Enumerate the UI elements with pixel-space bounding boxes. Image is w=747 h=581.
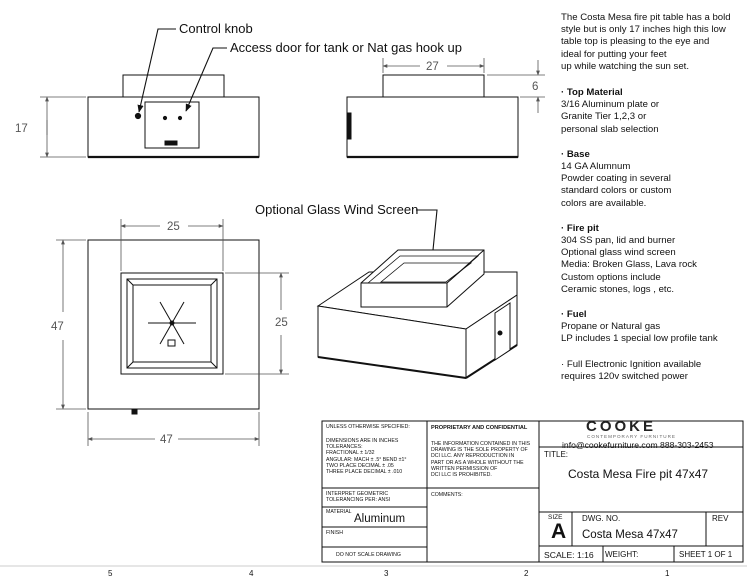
spec-line: 304 SS pan, lid and burner: [561, 235, 676, 247]
spec-line: requires 120v switched power: [561, 370, 688, 382]
spec-line: Optional glass wind screen: [561, 247, 676, 259]
screen-height-dimension: [487, 60, 545, 113]
side-wind-screen: [382, 74, 485, 98]
size-label: SIZE: [548, 514, 563, 521]
overall-width-value: 47: [160, 434, 173, 446]
drawing-number: Costa Mesa 47x47: [582, 529, 678, 541]
isometric-view: [316, 249, 518, 379]
spec-top-material: · Top Material 3/16 Aluminum plate or Gr…: [561, 87, 743, 136]
top-view: [87, 239, 260, 415]
brand-tagline: CONTEMPORARY FURNITURE: [587, 434, 676, 439]
inner-depth-value: 25: [275, 317, 288, 329]
pilot-box: [167, 339, 176, 347]
overall-width-dimension: [87, 412, 260, 446]
contact-info: info@cookefurniture.com 888-303-2453: [562, 440, 714, 450]
proprietary-text: THE INFORMATION CONTAINED IN THIS DRAWIN…: [431, 441, 531, 479]
unless-specified-label: UNLESS OTHERWISE SPECIFIED:: [326, 424, 410, 430]
iso-wind-screen: [360, 249, 485, 308]
sheet-label: SHEET 1 OF 1: [679, 550, 733, 559]
weight-label: WEIGHT:: [605, 550, 639, 559]
overall-depth-value: 47: [51, 321, 64, 333]
overall-depth-dimension: [56, 239, 86, 410]
spec-line: colors are available.: [561, 197, 647, 209]
door-latch: [162, 115, 168, 121]
spec-fire-pit: · Fire pit 304 SS pan, lid and burner Op…: [561, 223, 743, 296]
spec-line: 3/16 Aluminum plate or: [561, 99, 660, 111]
side-view: [346, 74, 519, 159]
spec-fuel: · Fuel Propane or Natural gas LP include…: [561, 309, 743, 346]
door-latch: [177, 115, 183, 121]
material-value: Aluminum: [354, 513, 406, 525]
burner-pan: [132, 284, 212, 363]
spec-line: LP includes 1 special low profile tank: [561, 333, 718, 345]
description-intro: The Costa Mesa fire pit table has a bold…: [561, 12, 731, 72]
tolerances-text: DIMENSIONS ARE IN INCHES TOLERANCES: FRA…: [326, 438, 407, 476]
side-base: [346, 96, 519, 158]
spec-base: · Base 14 GA Alumnum Powder coating in s…: [561, 149, 743, 210]
brand-logo: COOKE: [586, 418, 657, 435]
burner-star: [148, 301, 196, 345]
zone-label: 5: [108, 569, 113, 578]
zone-label: 1: [665, 569, 670, 578]
spec-line: Ceramic stones, logs , etc.: [561, 283, 675, 295]
front-wind-screen: [122, 74, 225, 98]
rev-label: REV: [712, 514, 729, 523]
do-not-scale-label: DO NOT SCALE DRAWING: [336, 552, 401, 558]
geometric-tolerancing: INTERPRET GEOMETRIC TOLERANCING PER: ANS…: [326, 491, 391, 504]
spec-line: 14 GA Alumnum: [561, 161, 631, 173]
spec-heading: · Top Material: [561, 87, 623, 99]
front-height-dimension: [40, 96, 86, 158]
top-width-dimension: [382, 58, 485, 73]
zone-label: 4: [249, 569, 254, 578]
zone-label: 2: [524, 569, 529, 578]
control-knob-callout: Control knob: [179, 21, 253, 36]
spec-line: Granite Tier 1,2,3 or: [561, 111, 647, 123]
control-knob: [134, 112, 142, 120]
wind-screen-inner: [126, 278, 218, 369]
material-label: MATERIAL: [326, 509, 352, 515]
spec-ignition: · Full Electronic Ignition available req…: [561, 359, 743, 383]
door-vent: [164, 140, 178, 146]
dwg-no-label: DWG. NO.: [582, 514, 621, 523]
spec-line: personal slab selection: [561, 123, 659, 135]
scale-label: SCALE: 1:16: [544, 550, 594, 560]
zone-label: 3: [384, 569, 389, 578]
drawing-title: Costa Mesa Fire pit 47x47: [568, 467, 709, 481]
spec-line: Media: Broken Glass, Lava rock: [561, 259, 697, 271]
top-width-value: 27: [426, 61, 439, 73]
size-value: A: [551, 520, 567, 543]
spec-heading: · Fire pit: [561, 222, 599, 234]
iso-knob: [497, 330, 503, 336]
inner-width-value: 25: [167, 221, 180, 233]
spec-line: Propane or Natural gas: [561, 321, 661, 333]
front-view: [87, 74, 260, 159]
spec-line: Custom options include: [561, 271, 661, 283]
inner-width-dimension: [120, 219, 224, 271]
top-knob: [131, 408, 138, 415]
front-height-value: 17: [15, 123, 28, 135]
iso-access-door: [494, 302, 511, 361]
spec-line: Powder coating in several: [561, 173, 671, 185]
product-description: The Costa Mesa fire pit table has a bold…: [561, 12, 743, 396]
access-door-callout: Access door for tank or Nat gas hook up: [230, 40, 462, 55]
title-block-frame: [0, 420, 747, 567]
screen-height-value: 6: [532, 81, 538, 93]
finish-label: FINISH: [326, 530, 344, 536]
wind-screen-callout: Optional Glass Wind Screen: [255, 202, 418, 217]
access-door: [144, 101, 200, 149]
side-knob: [346, 112, 352, 140]
callout-leaders: [137, 28, 438, 261]
inner-depth-dimension: [225, 272, 289, 375]
spec-heading: · Fuel: [561, 309, 587, 321]
spec-heading: · Base: [561, 148, 590, 160]
proprietary-heading: PROPRIETARY AND CONFIDENTIAL: [431, 425, 528, 431]
comments-label: COMMENTS:: [431, 492, 463, 498]
title-label: TITLE:: [544, 450, 569, 459]
spec-line: standard colors or custom: [561, 185, 672, 197]
spec-line: · Full Electronic Ignition available: [561, 358, 702, 370]
